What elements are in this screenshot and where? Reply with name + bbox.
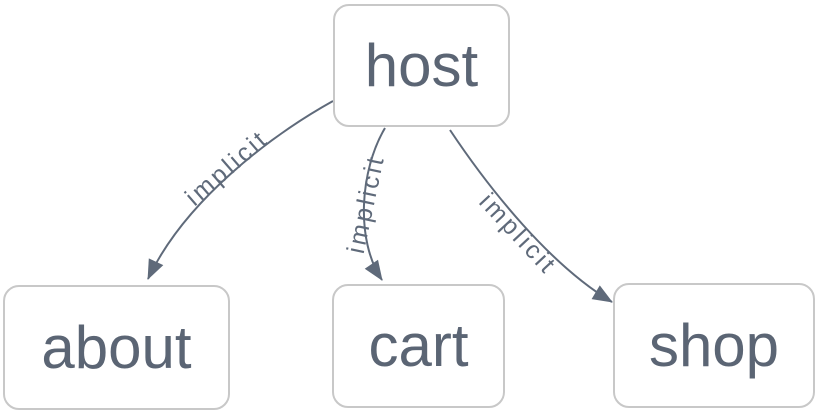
node-shop[interactable]: shop: [613, 283, 815, 408]
edge-label-host-about: implicit: [180, 124, 274, 211]
node-shop-label: shop: [648, 311, 780, 379]
node-about[interactable]: about: [3, 285, 230, 410]
node-host-label: host: [364, 31, 479, 99]
edge-label-host-cart: implicit: [342, 152, 390, 256]
edge-label-host-shop: implicit: [474, 188, 563, 281]
node-cart[interactable]: cart: [332, 284, 505, 408]
node-cart-label: cart: [368, 312, 469, 379]
edge-host-about: [147, 100, 334, 280]
node-host[interactable]: host: [333, 4, 510, 127]
node-about-label: about: [41, 313, 192, 381]
edge-host-shop: [449, 129, 613, 303]
edge-host-cart: [362, 127, 386, 281]
